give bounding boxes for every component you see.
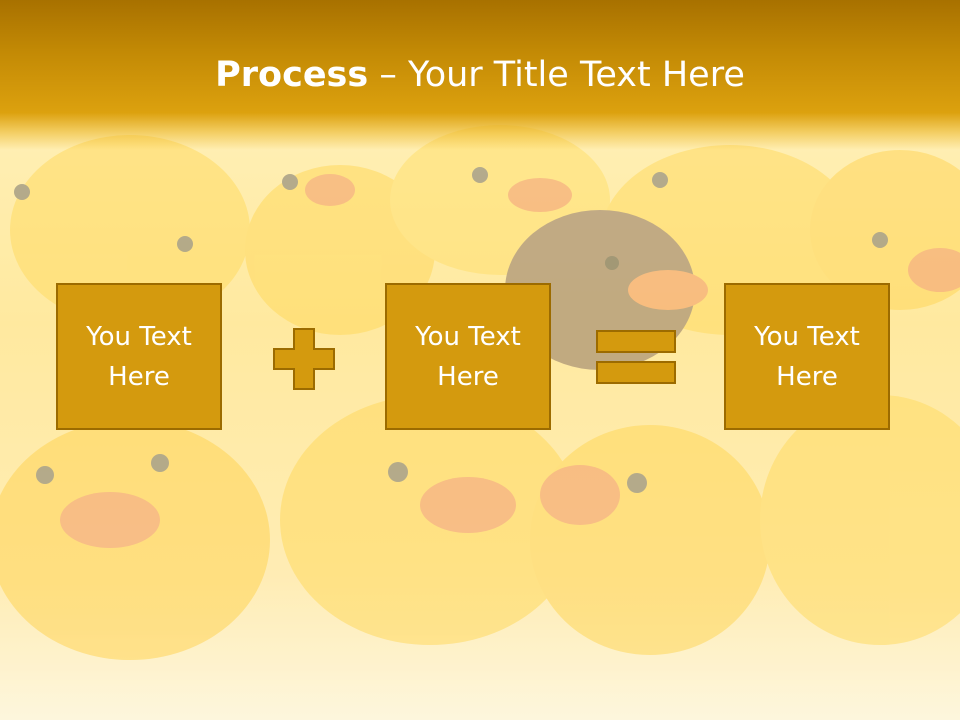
process-box-2-text: You Text Here: [415, 321, 521, 392]
slide-title: Process – Your Title Text Here: [0, 52, 960, 98]
process-box-2: You Text Here: [385, 283, 551, 430]
title-rest: – Your Title Text Here: [368, 55, 745, 95]
plus-icon: [273, 328, 335, 390]
process-box-3: You Text Here: [724, 283, 890, 430]
process-box-1-text: You Text Here: [86, 321, 192, 392]
equals-icon: [596, 330, 676, 384]
process-box-1: You Text Here: [56, 283, 222, 430]
title-bold: Process: [215, 55, 369, 95]
process-box-3-text: You Text Here: [754, 321, 860, 392]
title-band: [0, 0, 960, 150]
